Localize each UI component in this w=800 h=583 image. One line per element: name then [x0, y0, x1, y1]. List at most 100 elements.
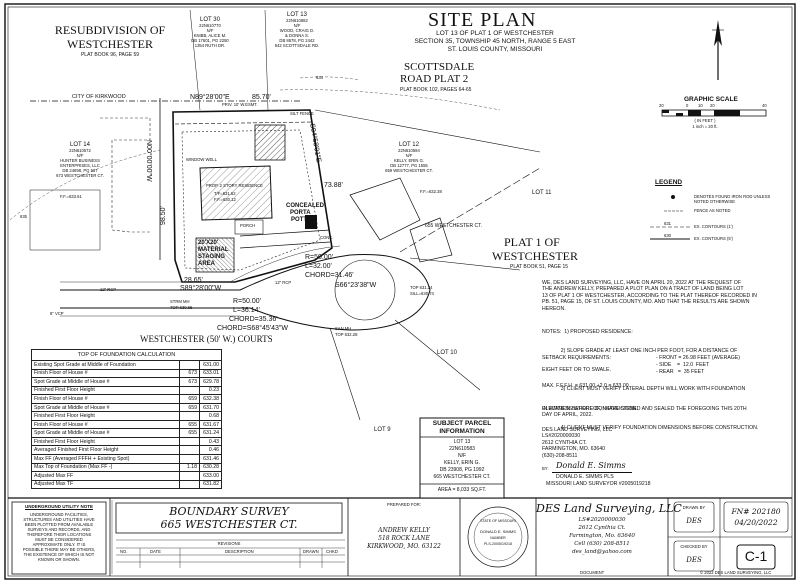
utility-note-line-1: STRUCTURES AND UTILITIES HAVE — [23, 517, 95, 522]
house-tf-label: T/F=631.62 — [214, 191, 236, 196]
footer-right: © 2022 DES LAND SURVEYING, LLC — [700, 570, 772, 575]
company-line-2: LS#2020000030 — [578, 517, 626, 523]
company-line-5: Cell (630) 208-8511 — [574, 541, 630, 547]
house-ff-label: F.F.=630.12 — [214, 197, 236, 202]
scottsdale-title-1: SCOTTSDALE — [404, 61, 475, 73]
company-line-6: des_land@yahoo.com — [572, 549, 632, 555]
lot30-line-5: 1354 RUTH DR. — [194, 43, 226, 48]
concealed-label: CONCEALED — [286, 203, 325, 209]
lot13-top-line-5: DB 8678, PG 2442 — [279, 38, 315, 43]
lot30-line-2: N/F — [206, 28, 214, 33]
subject-parcel-line-0: LOT 13 — [453, 439, 471, 445]
lot30-line-1: 22N610770 — [199, 23, 221, 28]
surveyor-seal — [467, 506, 529, 568]
legend-item-1: FENCE AS NOTED — [694, 208, 731, 213]
revisions-col-drawn: DRAWN — [303, 549, 319, 554]
scottsdale-plat: PLAT BOOK 102, PAGES 64-65 — [400, 87, 472, 93]
lot14-line-2: N/F — [76, 153, 84, 158]
drive-label: CONC. — [320, 235, 334, 240]
lot12-line-5: 659 WESTCHESTER CT. — [385, 168, 433, 173]
max-fffh: MAX. F.F.F.H. = 631.00 +2.0 = 633.00 — [542, 383, 629, 389]
sheet-inner-border — [7, 6, 793, 577]
revisions-col-checked: CHKD — [326, 549, 338, 554]
resubdivision-title-1: RESUBDIVISION OF — [54, 23, 166, 37]
bearing-north-dist: 85.70' — [252, 94, 271, 101]
graphic-scale-tick-1: 0 — [686, 103, 689, 108]
subject-parcel-line-1: 22N610583 — [449, 446, 475, 452]
company-line-3: 2612 Cynthia Ct. — [578, 525, 626, 531]
company-line-4: Farmington, Mo. 63640 — [569, 533, 635, 539]
ff-2-label: F.F.=633.61 — [60, 194, 82, 199]
san-mh-label: SAN MH — [335, 326, 352, 331]
company-block: DES LAND SURVEYING, LLC LS#2020000030 26… — [542, 427, 613, 459]
strm-top-label: TOP 630.65 — [170, 305, 193, 310]
graphic-scale-unit: ( IN FEET ) — [694, 118, 716, 123]
material-staging-area — [195, 237, 235, 273]
curve2-bearing: CHORD=S68°45'43"W — [217, 325, 289, 332]
bearing-west: N00°00'00"W — [145, 140, 152, 182]
elev-b-label: SILL=630.74 — [410, 291, 434, 296]
curve2-chord: CHORD=35.36' — [229, 316, 278, 323]
subject-parcel-boundary — [172, 109, 333, 283]
table-row: Max FF (Averaged FFFH + Existing Spot)63… — [31, 454, 222, 464]
title-block-title-1: BOUNDARY SURVEY — [169, 505, 289, 518]
job-number: FN# 202180 — [731, 507, 781, 516]
lot13-top-line-4: & DONNA S. — [285, 33, 309, 38]
curve1-bearing: S66°23'38"W — [335, 282, 377, 289]
porch-label: PORCH — [240, 223, 256, 228]
utility-note-line-4: THEREFORE THEIR LOCATIONS — [26, 532, 92, 537]
bearing-north: N89°28'00"E — [190, 94, 230, 101]
lot14-line-3: HUNTER BUSINESS — [60, 158, 100, 163]
lot14-line-5: DB 24698, PG 537 — [62, 168, 98, 173]
prepared-for-label: PREPARED FOR: — [387, 502, 421, 507]
staging-label-2: MATERIAL — [198, 247, 229, 253]
lot13-top-line-1: 22N610682 — [286, 18, 308, 23]
setbacks-side: - SIDE = 12.0 FEET — [656, 362, 710, 368]
rcp-12-label: 12" RCP — [100, 287, 117, 292]
utility-note-line-9: KNOWN OR SHOWN. — [38, 557, 80, 562]
revisions-col-date: DATE — [150, 549, 161, 554]
subject-parcel-title-2: INFORMATION — [439, 428, 485, 435]
setbacks-front: - FRONT = 26.98 FEET (AVERAGE) — [656, 355, 741, 361]
checked-by-label: CHECKED BY — [680, 544, 708, 549]
notes-text: NOTES: 1) PROPOSED RESIDENCE: 2) SLOPE G… — [542, 328, 759, 431]
graphic-scale-tick-3: 20 — [710, 103, 715, 108]
graphic-scale-title: GRAPHIC SCALE — [684, 96, 738, 103]
foundation-calc-table: TOP OF FOUNDATION CALCULATION Existing S… — [31, 349, 222, 490]
north-arrow-icon — [712, 20, 724, 80]
curve2-radius: R=50.00' — [233, 298, 261, 305]
plat1-plat: PLAT BOOK 51, PAGE 15 — [510, 264, 569, 270]
revisions-col-no: NO. — [120, 549, 128, 554]
graphic-scale-tick-2: 10 — [698, 103, 703, 108]
table-row: Existing Spot Grade at Middle of Foundat… — [31, 360, 222, 370]
lot30-line-3: KNIBB, ALICE M. — [193, 33, 227, 38]
site-plan-subtitle-3: ST. LOUIS COUNTY, MISSOURI — [447, 46, 543, 53]
subject-parcel-line-5: 665 WESTCHESTER CT. — [433, 474, 491, 480]
certification-text: WE, DES LAND SURVEYING, LLC, HAVE ON APR… — [542, 280, 757, 312]
bearing-esmt: PRIV. 10' W.ESMT. — [222, 102, 258, 107]
bearing-south-dist: 28.65' — [184, 277, 203, 284]
lot14-line-0: LOT 14 — [70, 142, 90, 148]
lot13-top-line-2: N/F — [293, 23, 301, 28]
lot14-line-1: 22N610572 — [69, 148, 91, 153]
lot11-label: LOT 11 — [532, 190, 552, 196]
lot12-line-4: DB 12777, PG 1555 — [390, 163, 428, 168]
lot14-line-4: ENTERPRISES, LLC — [60, 163, 100, 168]
bearing-west-dist: 98.50' — [160, 206, 167, 225]
signature-by: BY: — [542, 466, 549, 471]
checked-by-value: DES — [686, 556, 702, 564]
revisions-label: REVISIONS — [217, 541, 241, 546]
lot12-line-2: N/F — [405, 153, 413, 158]
title-block-title-2: 665 WESTCHESTER CT. — [160, 518, 298, 531]
potty-label: POTTY — [291, 217, 312, 223]
utility-note-line-6: APPROXIMATE ONLY. IT IS — [32, 542, 86, 547]
strm-mh-label: STRM MH — [170, 299, 190, 304]
ff-1-label: F.F.=632.38 — [420, 189, 442, 194]
